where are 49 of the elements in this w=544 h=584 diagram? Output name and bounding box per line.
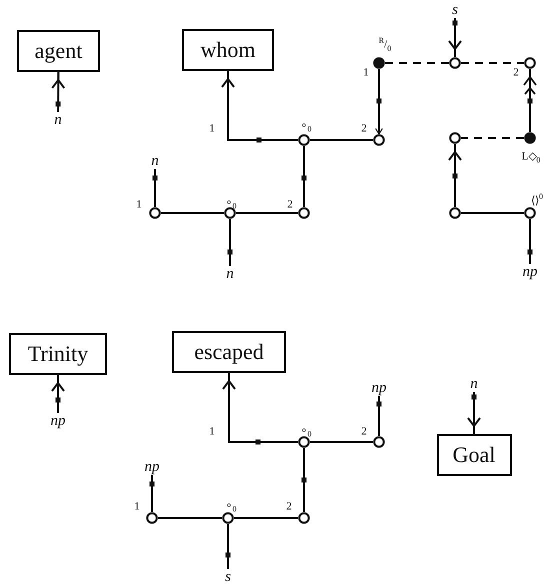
- link-label: $^{R}$/$_{0}$: [378, 37, 392, 53]
- tentacle-number: 2: [361, 124, 367, 134]
- link-label: ∘$_{0}$: [300, 120, 312, 134]
- link-label: ⟨⟩$^{0}$: [531, 193, 543, 207]
- tentacle-number: 1: [134, 502, 140, 512]
- formula-label: n: [147, 153, 163, 169]
- tentacle-number: 2: [287, 200, 293, 210]
- link-circle: [449, 132, 461, 144]
- link-circle: [149, 207, 161, 219]
- formula-label: n: [222, 266, 238, 282]
- link-label: L◇$_{0}$: [522, 151, 540, 165]
- link-circle: [224, 207, 236, 219]
- formula-label: s: [448, 2, 462, 18]
- word-box: Trinity: [9, 333, 107, 375]
- link-label: ∘$_{0}$: [226, 500, 236, 514]
- link-circle: [524, 207, 536, 219]
- link-circle: [524, 57, 536, 69]
- link-label: ∘$_{0}$: [226, 197, 236, 211]
- link-circle: [298, 512, 310, 524]
- formula-label: np: [140, 459, 164, 475]
- link-circle: [449, 57, 461, 69]
- formula-label: np: [46, 413, 70, 429]
- link-circle: [146, 512, 158, 524]
- word-box: escaped: [172, 331, 286, 373]
- formula-label: n: [50, 112, 66, 128]
- link-dot: [373, 57, 385, 69]
- link-circle: [298, 207, 310, 219]
- link-dot: [524, 132, 536, 144]
- link-circle: [373, 134, 385, 146]
- link-label: ∘$_{0}$: [300, 425, 312, 439]
- tentacle-number: 1: [209, 426, 215, 438]
- formula-label: np: [518, 264, 542, 280]
- tentacle-number: 1: [209, 124, 215, 134]
- link-circle: [373, 436, 385, 448]
- tentacle-number: 1: [136, 200, 142, 210]
- tentacle-number: 1: [363, 68, 369, 78]
- formula-label: s: [221, 569, 235, 584]
- word-box: agent: [17, 30, 100, 72]
- link-circle: [222, 512, 234, 524]
- formula-label: np: [367, 380, 391, 396]
- link-circle: [298, 134, 310, 146]
- word-box: whom: [182, 29, 274, 71]
- tentacle-number: 2: [286, 502, 292, 512]
- link-circle: [298, 436, 310, 448]
- word-box: Goal: [436, 434, 512, 476]
- tentacle-number: 2: [513, 68, 519, 78]
- formula-label: n: [466, 376, 482, 392]
- tentacle-number: 2: [361, 426, 367, 438]
- link-circle: [449, 207, 461, 219]
